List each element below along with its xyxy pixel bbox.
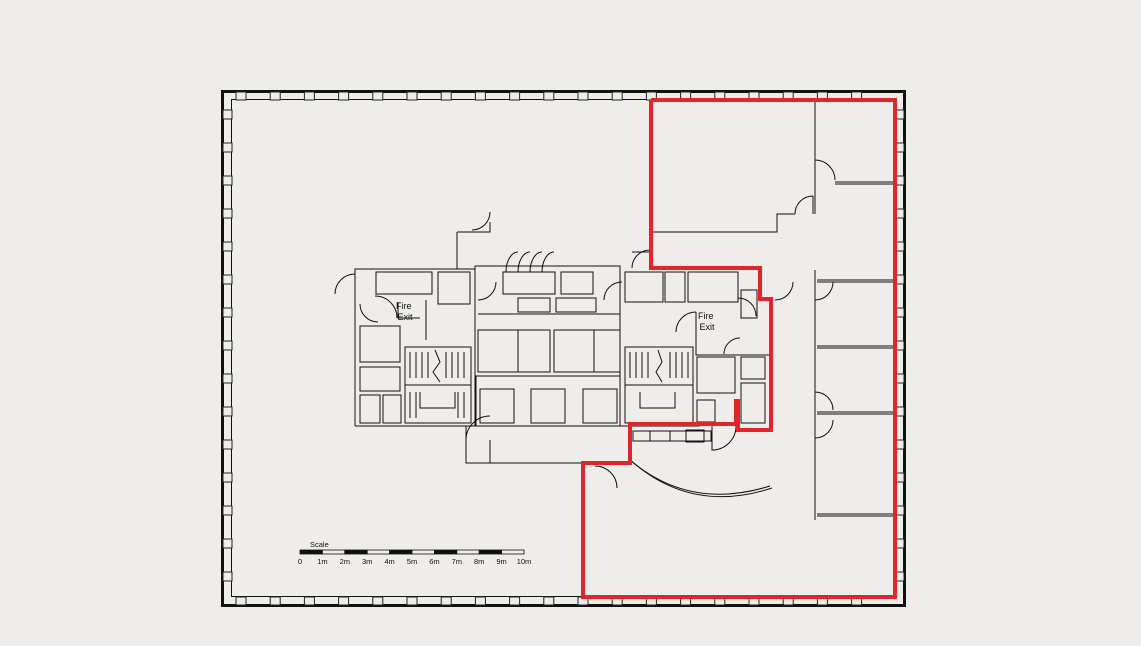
column-stud <box>543 91 555 101</box>
column-stud <box>372 91 384 101</box>
column-stud <box>611 91 623 101</box>
right-offices <box>631 99 895 520</box>
column-stud <box>577 91 589 101</box>
perimeter-columns <box>222 91 905 606</box>
column-stud <box>235 91 247 101</box>
column-stud <box>440 596 452 606</box>
column-stud <box>222 208 233 219</box>
column-stud <box>222 142 233 153</box>
column-stud <box>222 472 233 483</box>
outer-wall <box>221 90 906 607</box>
column-stud <box>222 340 233 351</box>
column-stud <box>338 596 350 606</box>
scale-tick-label: 0 <box>298 557 302 566</box>
core-left <box>334 268 476 427</box>
scale-segment <box>344 549 368 555</box>
highlighted-area-outline <box>581 98 897 599</box>
column-stud <box>269 596 281 606</box>
scale-segment <box>366 549 391 555</box>
column-stud <box>303 596 315 606</box>
scale-bar-segments <box>299 549 525 555</box>
scale-segment <box>389 549 413 555</box>
column-stud <box>303 91 315 101</box>
column-stud <box>235 596 247 606</box>
column-stud <box>222 175 233 186</box>
column-stud <box>222 307 233 318</box>
scale-segment <box>456 549 480 555</box>
scale-bar: Scale 0 1m 2m 3m 4m 5m 6m 7m 8m 9m 10m <box>298 540 531 566</box>
scale-tick-label: 1m <box>317 557 327 566</box>
column-stud <box>338 91 350 101</box>
column-stud <box>222 274 233 285</box>
column-stud <box>406 91 418 101</box>
column-stud <box>222 571 233 582</box>
column-stud <box>222 109 233 120</box>
column-stud <box>222 373 233 384</box>
column-stud <box>222 538 233 549</box>
column-stud <box>269 91 281 101</box>
scale-tick-label: 6m <box>429 557 439 566</box>
scale-tick-label: 8m <box>474 557 484 566</box>
inner-wall <box>231 99 896 597</box>
column-stud <box>372 596 384 606</box>
scale-tick-label: 7m <box>452 557 462 566</box>
scale-bar-caption: Scale <box>310 540 329 549</box>
column-stud <box>509 596 521 606</box>
column-stud <box>406 596 418 606</box>
column-stud <box>474 91 486 101</box>
column-stud <box>222 406 233 417</box>
scale-segment <box>411 549 435 555</box>
column-stud <box>543 596 555 606</box>
scale-tick-label: 9m <box>496 557 506 566</box>
column-stud <box>222 241 233 252</box>
core-toilets <box>456 211 623 464</box>
column-stud <box>222 505 233 516</box>
scale-segment <box>299 549 323 555</box>
column-stud <box>440 91 452 101</box>
scale-tick-label: 10m <box>517 557 532 566</box>
scale-tick-label: 5m <box>407 557 417 566</box>
scale-segment <box>321 549 346 555</box>
fire-exit-label-left: Fire Exit <box>396 301 414 322</box>
scale-segment <box>433 549 458 555</box>
scale-segment <box>501 549 525 555</box>
fire-exit-label-right: Fire Exit <box>698 311 716 332</box>
scale-tick-label: 2m <box>340 557 350 566</box>
column-stud <box>509 91 521 101</box>
column-stud <box>222 439 233 450</box>
scale-segment <box>478 549 503 555</box>
column-stud <box>474 596 486 606</box>
scale-tick-label: 4m <box>384 557 394 566</box>
scale-tick-label: 3m <box>362 557 372 566</box>
scale-bar-ticks: 0 1m 2m 3m 4m 5m 6m 7m 8m 9m 10m <box>298 557 531 566</box>
